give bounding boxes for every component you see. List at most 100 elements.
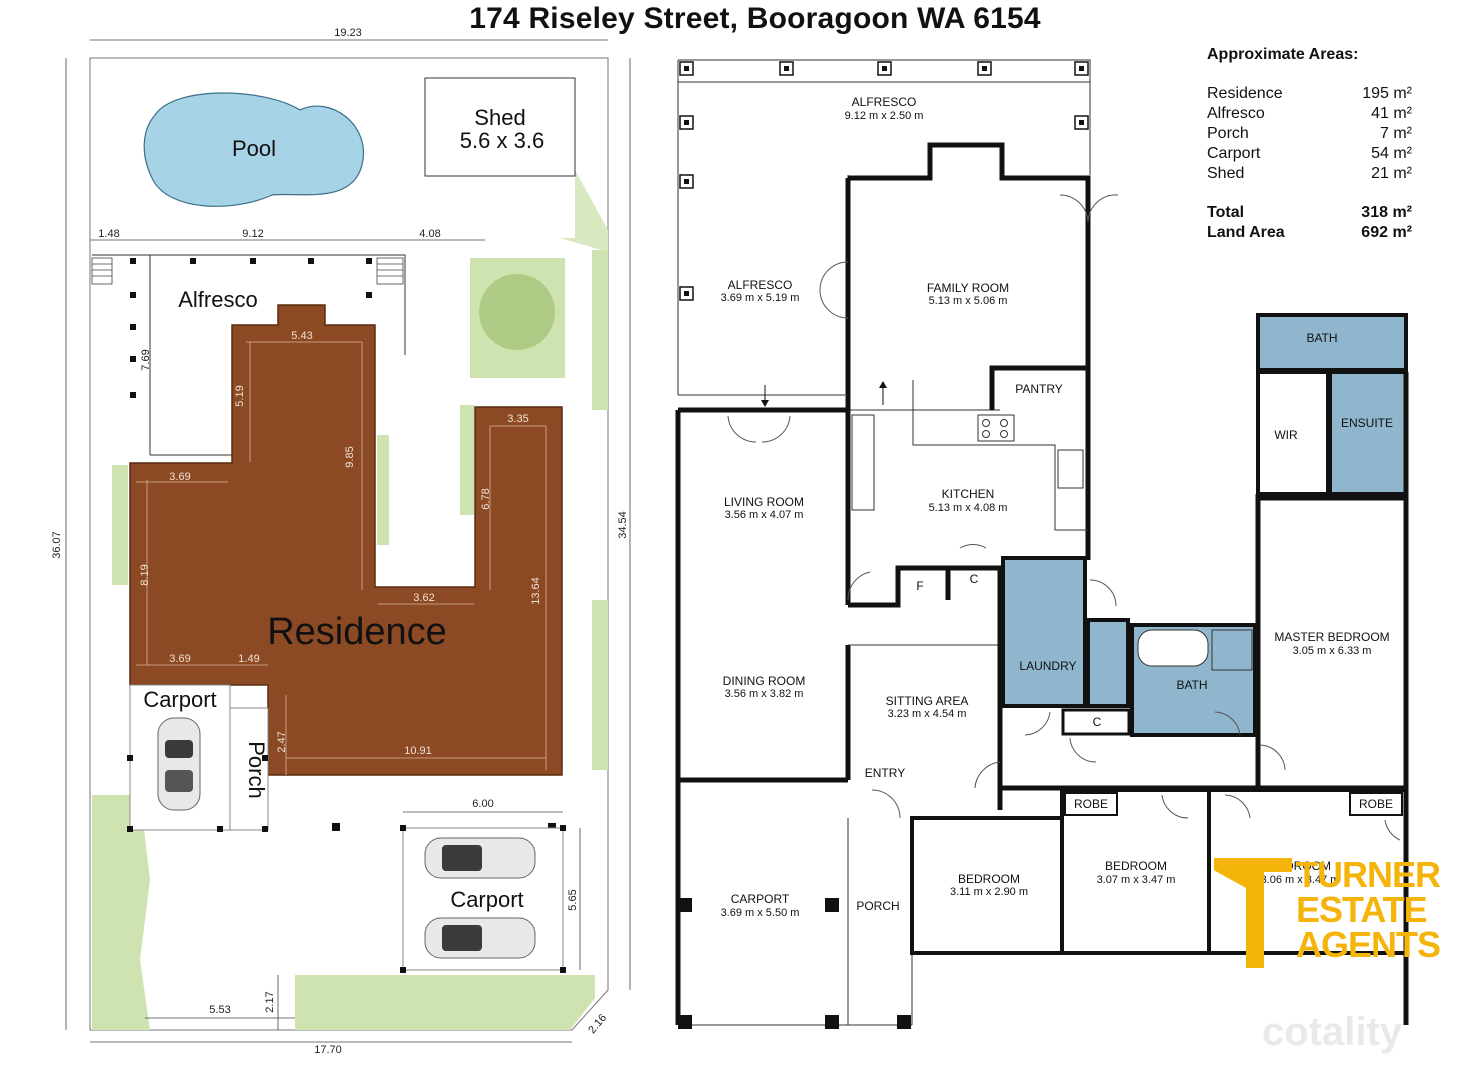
dim-9-12: 9.12 (242, 228, 263, 240)
land-area-label: Land Area (1207, 224, 1285, 241)
residence-dim-lines (136, 341, 547, 775)
alfresco-outline (92, 254, 406, 355)
area-name: Alfresco (1207, 105, 1265, 122)
dim-top-width: 19.23 (334, 27, 362, 39)
ensuite-label: ENSUITE (1341, 416, 1393, 430)
area-value: 7 m² (1380, 125, 1412, 142)
dim-5-19: 5.19 (234, 385, 246, 406)
land-area-value: 692 m² (1361, 224, 1412, 241)
total-label: Total (1207, 204, 1245, 221)
pool (143, 92, 365, 207)
door-swings (727, 194, 1401, 841)
ensuite-bath (1256, 313, 1408, 372)
carport-size: 3.69 m x 5.50 m (721, 907, 800, 919)
garden-bed (460, 405, 474, 515)
logo-line: TURNER (1296, 854, 1441, 895)
carport-double-label: Carport (450, 887, 523, 912)
dim-4-08: 4.08 (419, 228, 440, 240)
dim-3-69b: 3.69 (169, 653, 190, 665)
bedroom-2-size: 3.07 m x 3.47 m (1097, 874, 1176, 886)
bedroom-3 (1207, 788, 1408, 955)
cooktop (977, 414, 1015, 442)
sitting-area-label: SITTING AREA (886, 694, 969, 708)
bathtub (1137, 629, 1209, 667)
fridge-label: F (916, 579, 923, 593)
carport-label: CARPORT (731, 892, 790, 906)
dim-3-35: 3.35 (507, 413, 528, 425)
kitchen-size: 5.13 m x 4.08 m (929, 502, 1008, 514)
laundry (1001, 556, 1087, 708)
watermark: cotality (1262, 1010, 1403, 1054)
shower (1211, 629, 1253, 671)
wir-label: WIR (1274, 428, 1298, 442)
kitchen-label: KITCHEN (942, 487, 995, 501)
area-value: 195 m² (1362, 85, 1412, 102)
dim-5-65: 5.65 (567, 889, 579, 910)
car-icon (424, 917, 536, 959)
dim-left-height: 36.07 (51, 531, 63, 559)
dining-room-label: DINING ROOM (723, 674, 806, 688)
logo-line: ESTATE (1296, 889, 1428, 930)
alfresco-label: Alfresco (178, 287, 257, 312)
logo-line: AGENTS (1296, 924, 1441, 965)
turner-logo (1214, 858, 1292, 968)
residence-label: Residence (267, 611, 447, 653)
garden-bed (485, 170, 608, 252)
areas-heading: Approximate Areas: (1207, 46, 1359, 63)
residence-footprint (129, 304, 563, 776)
dim-2-47: 2.47 (276, 731, 288, 752)
garden-bed (592, 600, 608, 770)
walk-in-robe (1256, 370, 1330, 496)
area-value: 41 m² (1371, 105, 1412, 122)
area-name: Shed (1207, 165, 1245, 182)
bedroom-1-label: BEDROOM (958, 872, 1020, 886)
porch-plan-label: PORCH (856, 899, 899, 913)
car-icon (424, 837, 536, 879)
alfresco-left-size: 3.69 m x 5.19 m (721, 292, 800, 304)
dim-7-69: 7.69 (140, 349, 152, 370)
logo-wordmark: TURNER ESTATE AGENTS (1296, 854, 1441, 965)
master-size: 3.05 m x 6.33 m (1293, 645, 1372, 657)
dim-1-49: 1.49 (238, 653, 259, 665)
carport-front-label: Carport (143, 687, 216, 712)
logo-mark (1214, 858, 1292, 968)
sink (1057, 449, 1084, 489)
pool-label: Pool (232, 136, 276, 161)
wall (848, 142, 1091, 560)
shed-label: Shed (474, 105, 525, 130)
alfresco-left-label: ALFRESCO (728, 278, 793, 292)
living-room-size: 3.56 m x 4.07 m (725, 509, 804, 521)
garden-bed (295, 975, 595, 1030)
alfresco-top-size: 9.12 m x 2.50 m (845, 110, 924, 122)
cupboard-label: C (970, 572, 979, 586)
alfresco-posts (130, 258, 372, 398)
alfresco-top-label: ALFRESCO (852, 95, 917, 109)
site-plan: 19.23 36.07 34.54 17.70 2.16 Pool Shed 5… (51, 27, 631, 1056)
dim-10-91: 10.91 (404, 745, 432, 757)
bedroom-2-label: BEDROOM (1105, 859, 1167, 873)
dim-bottom-width: 17.70 (314, 1044, 342, 1056)
dim-9-85: 9.85 (344, 446, 356, 467)
dim-8-19: 8.19 (139, 564, 151, 585)
dim-13-64: 13.64 (530, 577, 542, 605)
land-area-row: Land Area 692 m² (1207, 223, 1412, 243)
dim-5-43: 5.43 (291, 330, 312, 342)
dim-3-62: 3.62 (413, 592, 434, 604)
wc (1086, 618, 1130, 708)
porch-label: Porch (244, 741, 269, 798)
dining-room-size: 3.56 m x 3.82 m (725, 688, 804, 700)
dim-1-48: 1.48 (98, 228, 119, 240)
shed-size: 5.6 x 3.6 (460, 128, 544, 153)
sitting-area-size: 3.23 m x 4.54 m (888, 708, 967, 720)
dim-5-53: 5.53 (209, 1004, 230, 1016)
robe-1-label: ROBE (1074, 797, 1108, 811)
area-row: Alfresco 41 m² (1207, 104, 1412, 124)
bedroom-1-size: 3.11 m x 2.90 m (950, 886, 1028, 898)
bath-main-label: BATH (1176, 678, 1207, 692)
shed (424, 77, 576, 177)
